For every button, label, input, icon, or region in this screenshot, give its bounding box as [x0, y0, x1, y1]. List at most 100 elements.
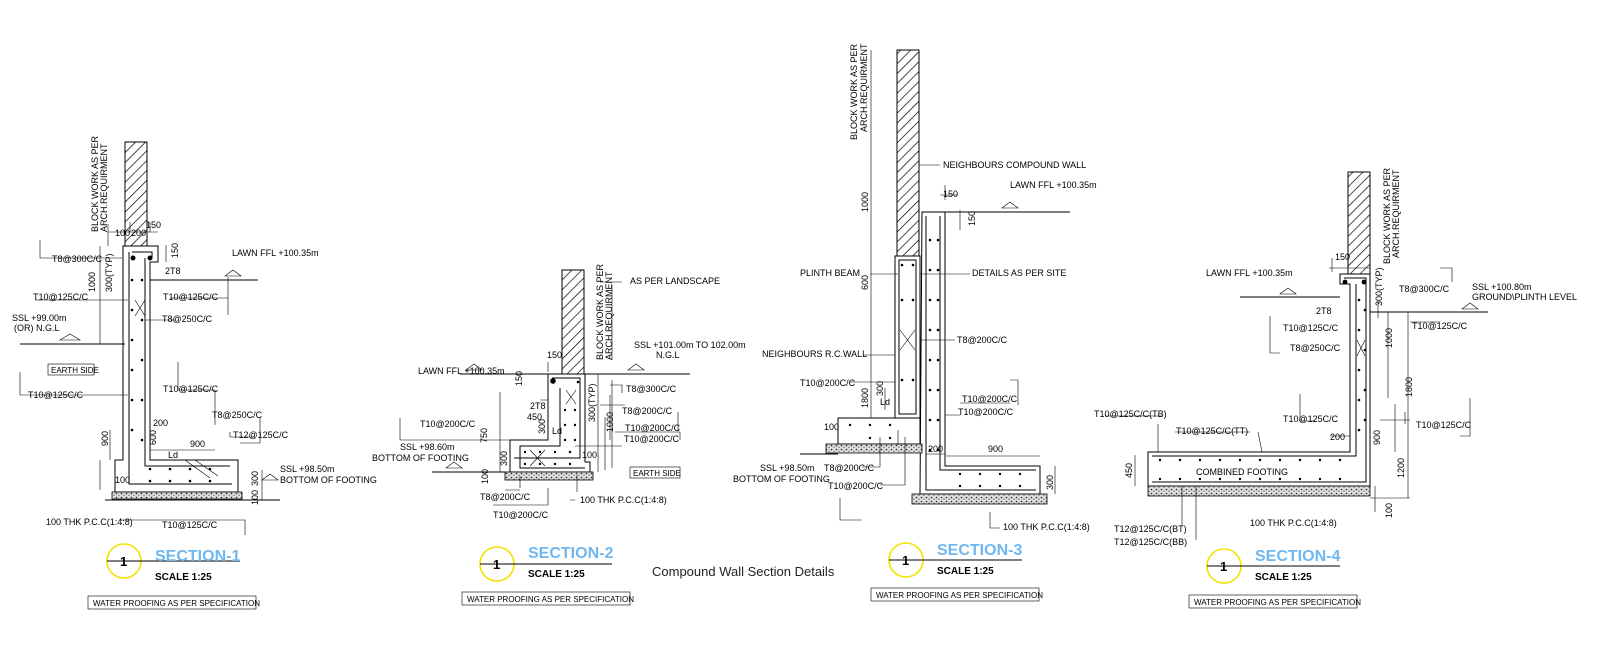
section-1-drawing: BLOCK WORK AS PER ARCH.REQUIRMENT 100 20…	[12, 135, 377, 535]
dim-label: 150	[967, 211, 977, 226]
arch-req-label: ARCH.REQUIRMENT	[859, 43, 869, 132]
rebar-label: T8@200C/C	[957, 335, 1008, 345]
rebar-label: T12@125C/C	[233, 430, 289, 440]
ssl-label: SSL +98.50m	[760, 463, 814, 473]
rebar-label: T10@125C/C(TB)	[1094, 409, 1167, 419]
dim-label: 300(TYP)	[587, 383, 597, 422]
note-box	[870, 587, 1040, 602]
section-title: SECTION-2	[528, 545, 613, 562]
section-3-title-block: 1 SECTION-3 SCALE 1:25 WATER PROOFING AS…	[870, 542, 1043, 602]
dim-label: 900	[1372, 430, 1382, 445]
pcc-bed	[504, 471, 594, 481]
block-work-label: BLOCK WORK AS PER	[849, 43, 859, 140]
dim-label: 100	[1384, 503, 1394, 518]
dim-label: 900	[190, 439, 205, 449]
dim-label: 1200	[1396, 458, 1406, 478]
dim-label: 900	[988, 444, 1003, 454]
rebar-label: T8@250C/C	[212, 410, 263, 420]
rebar-label: 2T8	[165, 266, 181, 276]
dim-label: 1800	[860, 388, 870, 408]
rebar-label: T10@200C/C	[828, 481, 884, 491]
dim-label: 100	[115, 475, 130, 485]
section-number: 1	[120, 554, 127, 569]
dim-label: 300(TYP)	[1374, 267, 1384, 306]
bottom-label: BOTTOM OF FOOTING	[280, 475, 377, 485]
bottom-label: BOTTOM OF FOOTING	[733, 474, 830, 484]
rebar-label: T10@125C/C	[163, 292, 219, 302]
pcc-bed	[911, 493, 1048, 505]
waterproofing-note: WATER PROOFING AS PER SPECIFICATION	[93, 599, 260, 608]
ssl-label: SSL +101.00m TO 102.00m	[634, 340, 746, 350]
pcc-bed	[825, 443, 923, 454]
earth-side-box	[47, 363, 95, 376]
dim-label: 150	[514, 371, 524, 386]
neighbour-footing-outline	[837, 417, 921, 445]
dim-label: 1800	[1404, 377, 1414, 397]
note-box	[87, 595, 257, 610]
section-4-title-block: 1 SECTION-4 SCALE 1:25 WATER PROOFING AS…	[1188, 548, 1361, 609]
dim-label: 450	[527, 412, 542, 422]
rebar-label: T8@200C/C	[824, 463, 875, 473]
rebar-label: T12@125C/C(BT)	[1114, 524, 1187, 534]
dim-label: 1000	[87, 272, 97, 292]
dim-label: 1000	[860, 192, 870, 212]
plinth-beam-label: PLINTH BEAM	[800, 268, 860, 278]
landscape-label: AS PER LANDSCAPE	[630, 276, 720, 286]
rebar-label: T10@200C/C	[493, 510, 549, 520]
rebar-label: T8@250C/C	[162, 314, 213, 324]
ssl-label: SSL +100.80m	[1472, 282, 1531, 292]
drawing-caption: Compound Wall Section Details	[652, 564, 835, 579]
dim-label: 150	[170, 243, 180, 258]
block-work-label: BLOCK WORK AS PER	[90, 135, 100, 232]
block-work-label: BLOCK WORK AS PER	[595, 263, 605, 360]
rebar-label: T10@125C/C	[1416, 420, 1472, 430]
rebar-label: T10@125C/C	[28, 390, 84, 400]
block-work-hatch	[896, 49, 920, 257]
note-box	[461, 591, 631, 606]
dim-label: 100	[824, 422, 839, 432]
rebar-label: T10@125C/C	[1283, 414, 1339, 424]
ssl-label: SSL +98.50m	[280, 464, 334, 474]
rebar-label: T8@300C/C	[52, 254, 103, 264]
pcc-label: 100 THK P.C.C(1:4:8)	[1250, 518, 1337, 528]
rebar-label: T10@200C/C	[420, 419, 476, 429]
ground-level-label: GROUND\PLINTH LEVEL	[1472, 292, 1577, 302]
section-title: SECTION-4	[1255, 548, 1340, 565]
earth-side-box	[629, 466, 681, 479]
lawn-level-label: LAWN FFL +100.35m	[232, 248, 319, 258]
rebar-label: T10@125C/C	[1283, 323, 1339, 333]
waterproofing-note: WATER PROOFING AS PER SPECIFICATION	[1194, 598, 1361, 607]
earth-side-label: EARTH SIDE	[633, 469, 681, 478]
block-work-label: BLOCK WORK AS PER	[1382, 167, 1392, 264]
lawn-level-label: LAWN FFL +100.35m	[1206, 268, 1293, 278]
rebar-label: T10@125C/C	[163, 384, 219, 394]
section-number: 1	[902, 553, 909, 568]
ngl-label: (OR) N.G.L	[14, 323, 60, 333]
dim-label: 900	[100, 431, 110, 446]
rebar-label: T8@250C/C	[1290, 343, 1341, 353]
dim-label: 100	[115, 228, 130, 238]
dim-label: 450	[1124, 463, 1134, 478]
dim-label: 600	[148, 430, 158, 445]
scale-label: SCALE 1:25	[528, 569, 585, 580]
scale-label: SCALE 1:25	[1255, 572, 1312, 583]
bottom-label: BOTTOM OF FOOTING	[372, 453, 469, 463]
section-number: 1	[1220, 559, 1227, 574]
dim-label: 200	[1330, 432, 1345, 442]
rebar-label: T8@300C/C	[1399, 284, 1450, 294]
dim-label: 300	[537, 419, 547, 434]
combined-footing-label: COMBINED FOOTING	[1196, 467, 1288, 477]
dim-label: 150	[146, 220, 161, 230]
waterproofing-note: WATER PROOFING AS PER SPECIFICATION	[876, 591, 1043, 600]
pcc-label: 100 THK P.C.C(1:4:8)	[1003, 522, 1090, 532]
dim-label: 100	[250, 490, 260, 505]
arch-req-label: ARCH.REQUIRMENT	[1391, 169, 1401, 258]
combined-footing-outline	[1147, 273, 1371, 487]
lawn-level-label: LAWN FFL +100.35m	[1010, 180, 1097, 190]
dim-label: 200	[928, 444, 943, 454]
block-work-hatch	[561, 269, 585, 375]
arch-req-label: ARCH.REQUIRMENT	[99, 143, 109, 232]
section-title: SECTION-1	[155, 548, 240, 565]
lawn-level-label: LAWN FFL +100.35m	[418, 366, 505, 376]
ld-label: Ld	[880, 397, 890, 407]
